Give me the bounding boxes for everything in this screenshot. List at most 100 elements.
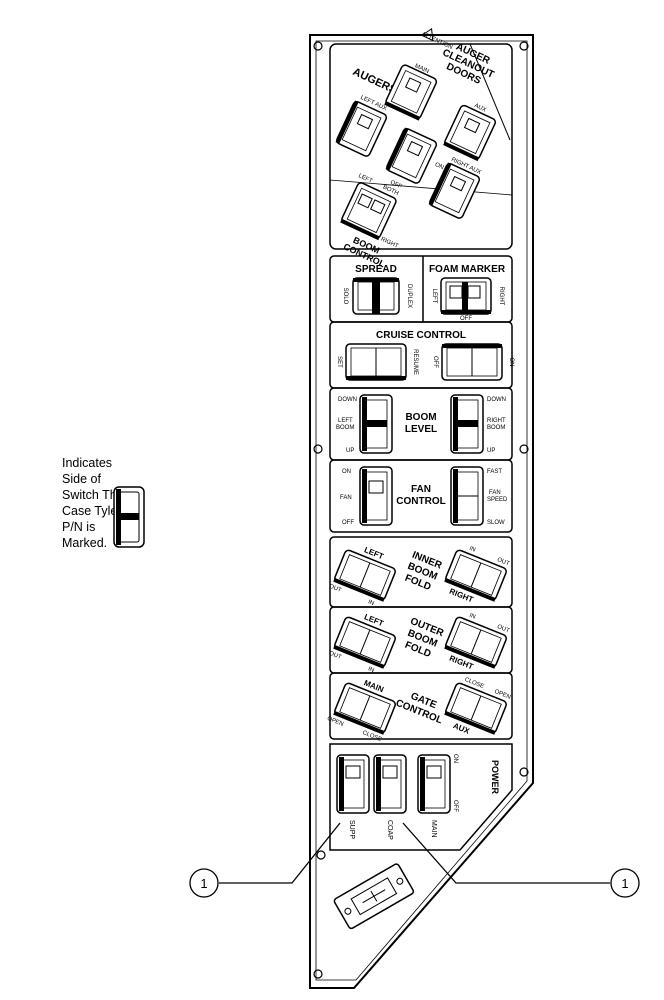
note-line: Side of xyxy=(62,472,101,486)
aux-label: AUX xyxy=(473,103,487,114)
inner-left-out-label: OUT xyxy=(328,584,342,594)
power-on-label: ON xyxy=(452,754,458,763)
foam-off-label: OFF xyxy=(460,316,472,322)
left-boom-label: LEFT xyxy=(338,418,353,424)
off-label: OFF xyxy=(389,180,403,191)
fan-speed-label: FAN xyxy=(489,490,501,496)
callout-left: 1 xyxy=(189,868,219,898)
fan-control-section xyxy=(329,459,513,533)
foam-marker-switch[interactable] xyxy=(440,277,492,315)
power-supp-label: SUPP xyxy=(348,820,355,839)
cruise-resume-label: RESUME xyxy=(412,349,418,375)
mounting-hole xyxy=(519,444,529,454)
fan-speed-switch[interactable] xyxy=(450,466,484,526)
inner-boom-right-switch[interactable]: IN OUT RIGHT xyxy=(440,542,510,612)
inner-boom-left-switch[interactable]: LEFT OUT IN xyxy=(328,538,401,610)
mounting-hole xyxy=(313,969,323,979)
inner-right-out-label: OUT xyxy=(496,557,510,567)
inner-left-in-label: IN xyxy=(367,599,375,607)
fan-on-off-switch[interactable] xyxy=(359,466,393,526)
outer-boom-left-switch[interactable]: LEFT OUT IN xyxy=(328,605,401,677)
mounting-hole xyxy=(519,767,529,777)
foam-right-label: RIGHT xyxy=(498,287,504,306)
main-label: MAIN xyxy=(414,63,430,75)
right-label: RIGHT xyxy=(380,236,400,249)
note-line: Marked. xyxy=(62,536,108,550)
power-supp-switch[interactable] xyxy=(336,754,370,814)
cruise-on-off-switch[interactable] xyxy=(441,343,503,381)
note-line: Indicates xyxy=(62,456,113,470)
mounting-holes xyxy=(313,41,529,979)
cruise-on-label: ON xyxy=(508,358,514,367)
left-boom-up-label: UP xyxy=(346,448,354,454)
boom-level-title: LEVEL xyxy=(405,424,437,435)
spread-switch[interactable] xyxy=(352,277,400,315)
auger-left-aux-switch[interactable]: LEFT AUX xyxy=(335,93,391,157)
callout-leaders xyxy=(219,822,610,884)
inner-right-in-label: IN xyxy=(468,546,476,554)
auger-main-switch[interactable]: MAIN xyxy=(384,58,440,121)
auger-aux-switch[interactable]: AUX xyxy=(443,98,499,162)
augers-section xyxy=(329,43,513,250)
gate-main-open-label: OPEN xyxy=(326,716,344,728)
left-boom-level-switch[interactable] xyxy=(359,394,393,454)
note-line: Switch That xyxy=(62,488,128,502)
outer-right-out-label: OUT xyxy=(496,624,510,634)
fan-control-title: FAN xyxy=(411,484,431,495)
solo-label: SOLO xyxy=(342,288,348,305)
mounting-hole xyxy=(316,850,326,860)
power-off-label: OFF xyxy=(452,800,458,812)
power-main-switch[interactable] xyxy=(417,754,451,814)
fan-on-label: ON xyxy=(342,469,351,475)
mounting-hole xyxy=(313,41,323,51)
gate-main-switch[interactable]: MAIN OPEN CLOSE xyxy=(326,670,401,743)
outer-boom-right-switch[interactable]: IN OUT RIGHT xyxy=(440,609,510,679)
foam-marker-title: FOAM MARKER xyxy=(429,264,506,275)
gate-aux-open-label: OPEN xyxy=(493,689,511,701)
note-line: Case Tyler xyxy=(62,504,122,518)
cruise-control-title: CRUISE CONTROL xyxy=(376,330,466,341)
warning-triangle-icon xyxy=(420,27,434,42)
gate-control-section xyxy=(329,672,513,740)
legend-switch-icon xyxy=(113,486,145,548)
cruise-set-label: SET xyxy=(336,356,342,368)
mounting-hole xyxy=(313,444,323,454)
cruise-set-resume-switch[interactable] xyxy=(345,343,407,381)
boom-level-title: BOOM xyxy=(405,412,436,423)
fan-fast-label: FAST xyxy=(487,469,502,475)
spread-title: SPREAD xyxy=(355,264,397,275)
callout-number: 1 xyxy=(621,876,628,891)
boom-control-switch[interactable]: LEFT BOTH RIGHT xyxy=(337,173,420,250)
power-coap-label: COAP xyxy=(386,820,393,840)
power-title: POWER xyxy=(490,760,500,795)
fan-control-title: CONTROL xyxy=(396,496,445,507)
panel-outline xyxy=(309,34,534,989)
fuse-holder xyxy=(333,863,415,930)
power-coap-switch[interactable] xyxy=(373,754,407,814)
outer-left-out-label: OUT xyxy=(328,651,342,661)
left-boom-down-label: DOWN xyxy=(338,397,357,403)
left-boom-label: BOOM xyxy=(336,425,354,431)
auger-main-lower-switch[interactable]: ON OFF xyxy=(380,127,452,202)
callout-number: 1 xyxy=(200,876,207,891)
callout-right: 1 xyxy=(610,868,640,898)
mounting-hole xyxy=(519,41,529,51)
power-section xyxy=(329,743,513,851)
note-line: P/N is xyxy=(62,520,96,534)
right-boom-level-switch[interactable] xyxy=(450,394,484,454)
right-boom-label: RIGHT xyxy=(487,418,506,424)
cruise-off-label: OFF xyxy=(432,356,438,368)
duplex-label: DUPLEX xyxy=(406,284,412,308)
panel-inner-outline xyxy=(315,40,528,981)
gate-aux-switch[interactable]: CLOSE OPEN AUX xyxy=(440,675,511,746)
outer-right-in-label: IN xyxy=(468,613,476,621)
outer-left-in-label: IN xyxy=(367,666,375,674)
right-boom-label: BOOM xyxy=(487,425,505,431)
fan-label: FAN xyxy=(340,495,352,501)
on-label: ON xyxy=(434,162,445,171)
right-boom-up-label: UP xyxy=(487,448,495,454)
fan-speed-label: SPEED xyxy=(487,497,508,503)
left-label: LEFT xyxy=(357,173,373,185)
switch-marking-note: Indicates Side of Switch That Case Tyler… xyxy=(62,455,128,551)
